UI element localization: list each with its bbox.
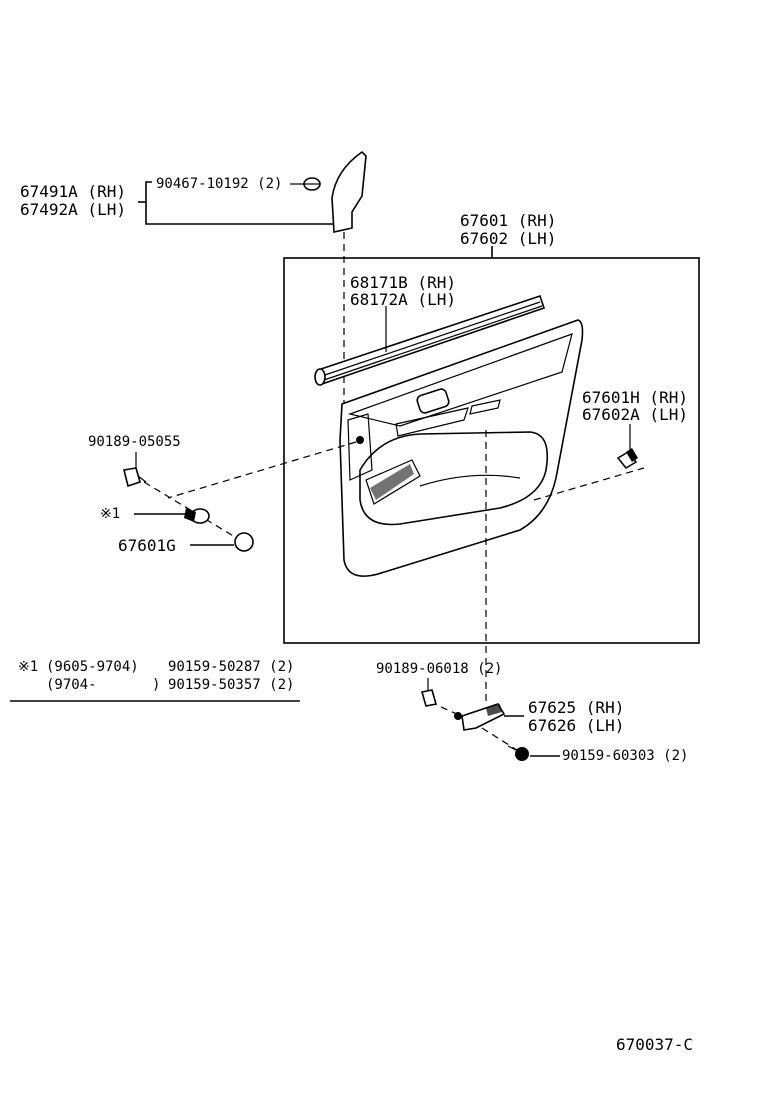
footnote-row2-close: ) bbox=[152, 677, 161, 693]
garnish-lh-label: 67492A (LH) bbox=[20, 200, 126, 219]
knob-label: 67601G bbox=[118, 536, 176, 555]
knob-icon bbox=[234, 532, 254, 552]
footnote-mark: ※1 bbox=[18, 659, 39, 675]
weatherstrip-rh-label: 68171B (RH) bbox=[350, 273, 456, 292]
garnish-rh-label: 67491A (RH) bbox=[20, 182, 126, 201]
footnote-row2-range: (9704- bbox=[46, 677, 97, 693]
weatherstrip-part bbox=[314, 294, 546, 386]
footnote-row1-range: (9605-9704) bbox=[46, 659, 139, 675]
ref-mark-label: ※1 bbox=[100, 506, 121, 522]
clip-lower-label: 90189-06018 (2) bbox=[376, 661, 503, 677]
diagram-code: 670037-C bbox=[616, 1035, 694, 1054]
handle-part bbox=[461, 703, 506, 731]
garnish-piece bbox=[331, 150, 367, 233]
garnish-screw-icon bbox=[303, 177, 321, 191]
handle-lh-label: 67626 (LH) bbox=[528, 716, 625, 735]
ref-screw-icon bbox=[184, 508, 210, 524]
knob-dash-line bbox=[143, 481, 241, 541]
weatherstrip-lh-label: 68172A (LH) bbox=[350, 290, 456, 309]
board-sub-lh-label: 67602A (LH) bbox=[582, 405, 688, 424]
clip-right-icon bbox=[616, 448, 638, 470]
screw-lower-icon bbox=[507, 745, 529, 761]
clip-upper-label: 90189-05055 bbox=[88, 434, 181, 450]
footnote-row2-part: 90159-50357 (2) bbox=[168, 677, 295, 693]
footnote-row1-part: 90159-50287 (2) bbox=[168, 659, 295, 675]
clip-upper-icon bbox=[123, 467, 147, 488]
garnish-screw-label: 90467-10192 (2) bbox=[156, 176, 283, 192]
board-sub-rh-label: 67601H (RH) bbox=[582, 388, 688, 407]
clip-lower-icon bbox=[420, 689, 462, 720]
handle-rh-label: 67625 (RH) bbox=[528, 698, 625, 717]
clip-dash-line bbox=[167, 441, 357, 499]
door-trim-panel bbox=[339, 319, 584, 577]
board-rh-label: 67601 (RH) bbox=[460, 211, 557, 230]
screw-lower-label: 90159-60303 (2) bbox=[562, 748, 689, 764]
garnish-bracket bbox=[145, 181, 334, 225]
board-lh-label: 67602 (LH) bbox=[460, 229, 557, 248]
lower-screw-dash-line bbox=[481, 727, 521, 753]
